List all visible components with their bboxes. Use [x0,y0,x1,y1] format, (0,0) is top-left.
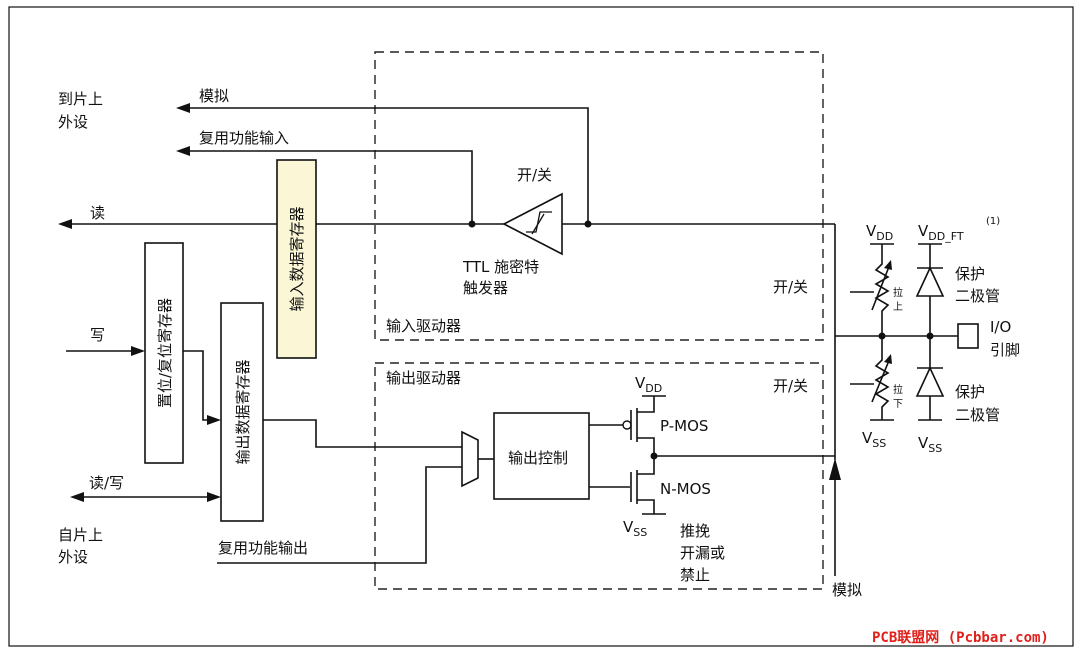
output-control-box [493,412,590,500]
switch-label-input: 开/关 [773,278,808,296]
mode-label-1: 推挽 [680,522,710,540]
switch-label-output: 开/关 [773,377,808,395]
vdd-ft-label: VDD_FT [918,222,964,243]
nmos-label: N-MOS [660,480,711,498]
input-data-register-label: 输入数据寄存器 [288,206,306,311]
alt-output-label: 复用功能输出 [218,539,308,557]
output-control-label: 输出控制 [508,449,568,467]
pmos-transistor [637,396,655,413]
output-driver-box [374,362,824,590]
hysteresis-icon [526,211,552,233]
io-pin [957,323,979,349]
odr-to-mux [263,419,462,448]
bsrr-register [144,242,184,464]
mode-label-3: 禁止 [680,566,710,584]
analog-line [186,107,589,224]
protect-label-bottom-1: 保护 [955,383,985,401]
read-write-label: 读/写 [89,474,124,492]
analog-bottom-arrow [829,458,841,480]
ttl-label-2: 触发器 [463,279,508,297]
nmos-transistor [637,456,655,475]
pulldown-label-2: 下 [893,399,903,410]
write-label: 写 [90,326,105,344]
vdd-label: VDD [635,374,662,395]
pmos-label: P-MOS [660,417,708,435]
pullup-resistor [874,244,890,336]
output-mux [461,430,479,488]
output-data-register [220,302,264,522]
alt-output-line [217,466,462,564]
junction-read [468,220,476,228]
pulldown-resistor [874,336,890,420]
vdd-pullup-label: VDD [866,222,893,243]
switch-label-schmitt: 开/关 [517,166,552,184]
input-driver-box [374,51,824,341]
to-periph-label-1: 到片上 [58,90,103,108]
protect-label-top-2: 二极管 [955,287,1000,305]
schmitt-trigger [502,192,563,256]
io-label-1: I/O [990,318,1011,336]
output-driver-label: 输出驱动器 [386,369,461,387]
output-data-register-label: 输出数据寄存器 [234,359,252,464]
analog-arrow [176,103,190,113]
analog-bottom-label: 模拟 [832,581,862,599]
alt-input-arrow [176,146,190,156]
io-label-2: 引脚 [990,341,1020,359]
from-periph-label-1: 自片上 [58,526,103,544]
from-periph-label-2: 外设 [58,548,88,566]
analog-label: 模拟 [199,87,229,105]
outer-frame [8,6,1074,647]
mode-label-2: 开漏或 [680,544,725,562]
alt-input-line [186,150,473,224]
write-arrow [131,346,145,356]
input-driver-label: 输入驱动器 [386,317,461,335]
protection-diode-top [915,266,945,297]
footnote-mark: (1) [986,216,1000,227]
read-arrow [58,219,72,229]
protection-diode-bottom [915,366,945,397]
pulldown-label-1: 拉 [893,383,903,396]
vss-pulldown-label: VSS [862,429,886,450]
bsrr-label: 置位/复位寄存器 [156,298,174,408]
pullup-label-2: 上 [893,301,903,313]
ttl-label-1: TTL 施密特 [462,258,539,276]
pullup-label-1: 拉 [893,286,903,299]
protect-label-bottom-2: 二极管 [955,406,1000,424]
to-periph-label-2: 外设 [58,113,88,131]
pmos-gate-bubble [622,420,632,430]
input-data-register [276,159,317,359]
bsrr-to-odr [183,350,211,421]
read-label: 读 [90,204,105,222]
watermark: PCB联盟网 (Pcbbar.com) [872,630,1049,646]
vss-label: VSS [623,518,647,539]
protect-label-top-1: 保护 [955,265,985,283]
vss-diode-label: VSS [918,434,942,455]
alt-input-label: 复用功能输入 [199,129,289,147]
